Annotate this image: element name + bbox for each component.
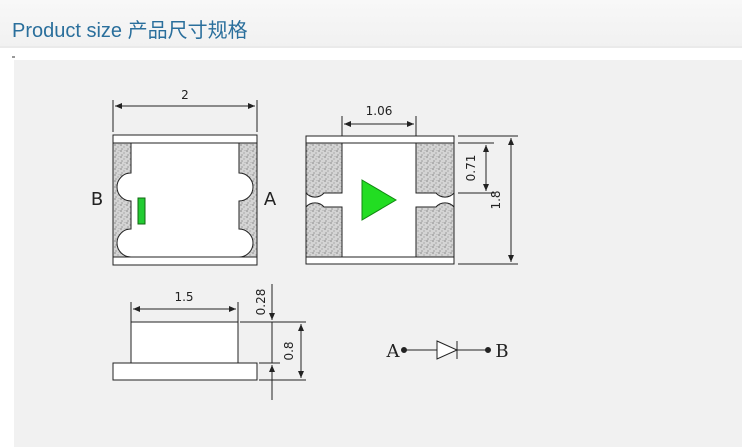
diode-schematic [401, 340, 491, 360]
top-view-left-pad [112, 142, 132, 258]
bottom-view-pad-bottom-left [305, 202, 343, 258]
schematic-label-a: A [386, 341, 401, 362]
schematic-label-b: B [495, 341, 508, 362]
page-title: Product size 产品尺寸规格 [12, 20, 248, 42]
top-view-width-value: 2 [181, 88, 189, 102]
height-dim-value: 1.8 [489, 190, 503, 209]
lens-dim-value: 0.28 [254, 289, 268, 316]
cathode-terminal [485, 347, 491, 353]
bottom-view-width-value: 1.06 [366, 104, 393, 118]
header-bar: Product size 产品尺寸规格 [0, 0, 742, 46]
header-divider [0, 46, 742, 48]
bottom-view [305, 116, 518, 265]
top-view [112, 100, 258, 266]
side-height-dim-value: 0.8 [282, 341, 296, 360]
side-view-base [112, 362, 258, 381]
led-direction-triangle [361, 179, 397, 221]
top-view-body [112, 134, 258, 266]
pad-dim-value: 0.71 [464, 155, 478, 182]
polarity-marker [137, 197, 146, 225]
diode-triangle [436, 340, 459, 360]
top-view-label-b: B [91, 189, 103, 210]
corner-mark [12, 56, 15, 58]
bottom-view-pad-top-right [415, 142, 455, 198]
top-view-right-pad [238, 142, 258, 258]
side-view [112, 284, 306, 400]
side-view-width-value: 1.5 [174, 290, 193, 304]
bottom-view-pad-bottom-right [415, 202, 455, 258]
bottom-view-pad-top-left [305, 142, 343, 198]
side-view-lens [130, 321, 239, 364]
top-view-label-a: A [264, 189, 277, 210]
